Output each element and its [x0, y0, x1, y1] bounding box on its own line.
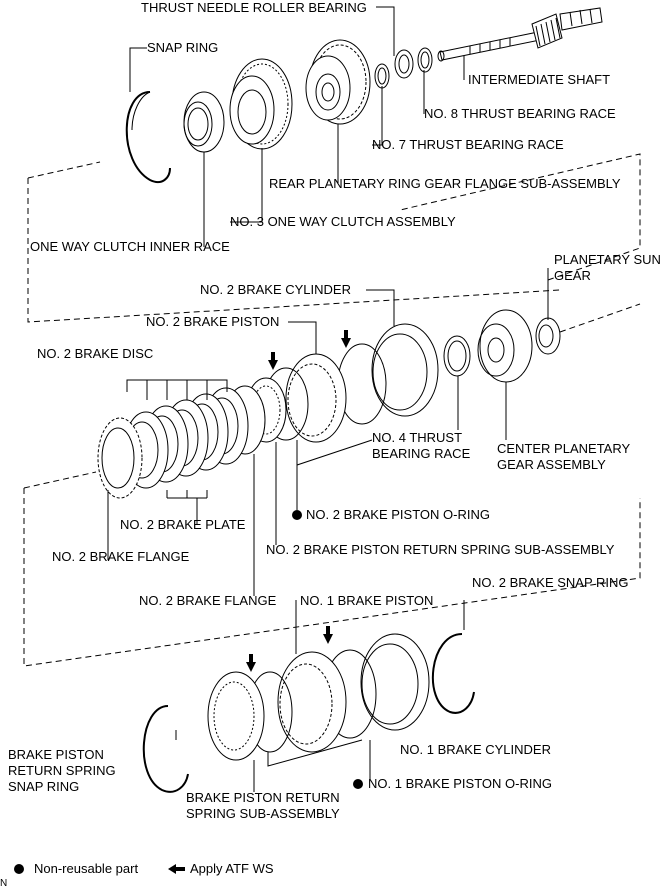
one-way-clutch-inner-race: [183, 91, 225, 153]
no2-brake-cylinder: [371, 323, 439, 417]
intermediate-shaft: [437, 7, 603, 62]
legend-apply-atf-label: Apply ATF WS: [190, 861, 274, 876]
legend-arrow-left-icon: [168, 864, 176, 874]
label-snap-ring: SNAP RING: [147, 40, 219, 55]
arrow-left-icon: [341, 338, 351, 348]
legend-non-reusable-label: Non-reusable part: [34, 861, 139, 876]
center-planetary-gear: [477, 309, 533, 383]
no2-brake-snap-ring: [431, 633, 475, 714]
no1-brake-cylinder: [360, 633, 430, 731]
label-no4-thrust-bearing-race: NO. 4 THRUST BEARING RACE: [372, 430, 471, 461]
label-no2-brake-disc: NO. 2 BRAKE DISC: [37, 346, 154, 361]
no4-thrust-bearing-race: [443, 335, 471, 377]
label-brake-piston-return-spring-snap-ring: BRAKE PISTON RETURN SPRING SNAP RING: [8, 747, 116, 794]
label-rear-planetary-ring-gear: REAR PLANETARY RING GEAR FLANGE SUB-ASSE…: [269, 176, 621, 191]
rear-planetary-ring-gear: [305, 39, 371, 125]
label-one-way-clutch-inner-race: ONE WAY CLUTCH INNER RACE: [30, 239, 230, 254]
label-no2-brake-plate: NO. 2 BRAKE PLATE: [120, 517, 246, 532]
label-center-planetary-gear: CENTER PLANETARY GEAR ASSEMBLY: [497, 441, 631, 472]
label-no2-brake-flange-a: NO. 2 BRAKE FLANGE: [52, 549, 190, 564]
non-reusable-dot-icon: [292, 510, 302, 520]
arrow-left-icon: [268, 360, 278, 370]
label-planetary-sun-gear: PLANETARY SUN GEAR: [554, 252, 661, 283]
label-no8-thrust-bearing-race: NO. 8 THRUST BEARING RACE: [424, 106, 616, 121]
no2-brake-flange-a-shape: [97, 417, 143, 499]
no3-one-way-clutch: [229, 58, 293, 150]
label-thrust-needle-roller-bearing: THRUST NEEDLE ROLLER BEARING: [141, 0, 367, 15]
no8-thrust-bearing-race: [417, 47, 433, 73]
label-no2-brake-piston-oring: NO. 2 BRAKE PISTON O-RING: [306, 507, 490, 522]
brake-piston-return-spring-snap-ring: [142, 705, 189, 793]
label-no2-brake-piston: NO. 2 BRAKE PISTON: [146, 314, 280, 329]
label-no3-one-way-clutch: NO. 3 ONE WAY CLUTCH ASSEMBLY: [230, 214, 456, 229]
brake-piston-return-spring-sub: [207, 671, 265, 761]
no2-brake-disc-pack: [123, 387, 249, 489]
arrow-left-icon: [323, 634, 333, 644]
label-no1-brake-cylinder: NO. 1 BRAKE CYLINDER: [400, 742, 551, 757]
label-intermediate-shaft: INTERMEDIATE SHAFT: [468, 72, 611, 87]
label-no2-brake-flange-b: NO. 2 BRAKE FLANGE: [139, 593, 277, 608]
legend-dot-icon: [14, 864, 24, 874]
non-reusable-dot-icon: [353, 779, 363, 789]
label-brake-piston-return-spring-sub: BRAKE PISTON RETURN SPRING SUB-ASSEMBLY: [186, 790, 340, 821]
label-no7-thrust-bearing-race: NO. 7 THRUST BEARING RACE: [372, 137, 564, 152]
label-no1-brake-piston: NO. 1 BRAKE PISTON: [300, 593, 434, 608]
label-no2-brake-cylinder: NO. 2 BRAKE CYLINDER: [200, 282, 351, 297]
arrow-left-icon: [246, 662, 256, 672]
label-no2-brake-snap-ring: NO. 2 BRAKE SNAP RING: [472, 575, 629, 590]
corner-mark: N: [0, 878, 8, 889]
thrust-needle-roller-bearing: [394, 49, 414, 79]
label-no1-brake-piston-oring: NO. 1 BRAKE PISTON O-RING: [368, 776, 552, 791]
no1-brake-piston: [277, 651, 347, 753]
snap-ring-top: [125, 91, 171, 184]
label-no2-brake-piston-return-spring: NO. 2 BRAKE PISTON RETURN SPRING SUB-ASS…: [266, 542, 615, 557]
